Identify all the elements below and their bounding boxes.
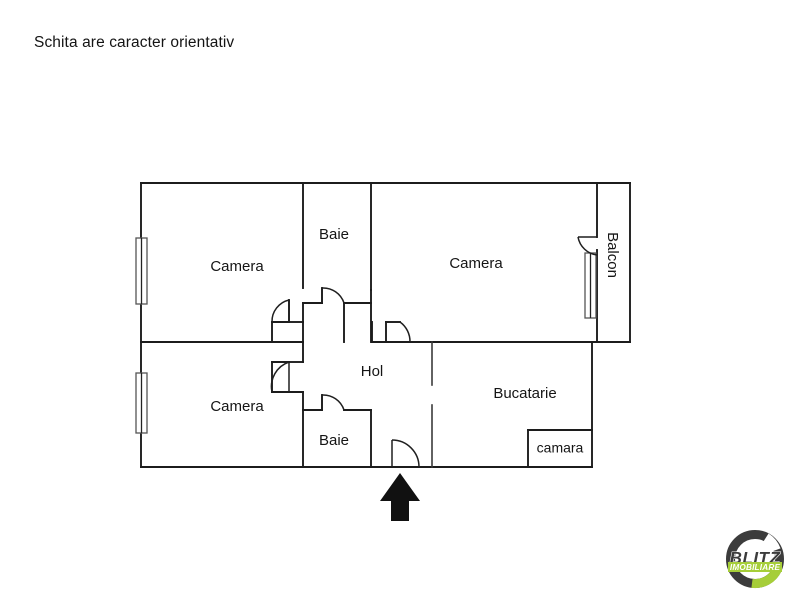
doors bbox=[270, 236, 598, 468]
room-label-baie-top: Baie bbox=[319, 226, 349, 243]
page-caption: Schita are caracter orientativ bbox=[34, 34, 235, 51]
door-entrance bbox=[391, 439, 420, 468]
logo-subtitle-text: IMOBILIARE bbox=[730, 563, 781, 572]
entrance-direction-arrow bbox=[380, 473, 420, 521]
room-label-hol: Hol bbox=[361, 363, 384, 380]
room-label-bucatarie: Bucatarie bbox=[493, 385, 556, 402]
window-balcon bbox=[584, 252, 597, 319]
window-camera-bottom-left bbox=[135, 372, 148, 434]
windows bbox=[135, 237, 597, 434]
room-label-camera-bottom-left: Camera bbox=[210, 398, 264, 415]
door-camera-top-right bbox=[386, 321, 411, 343]
upper-partitions bbox=[302, 182, 372, 343]
room-label-baie-bottom: Baie bbox=[319, 432, 349, 449]
brand-logo: BLITZ IMOBILIARE bbox=[719, 528, 791, 590]
outer-walls bbox=[140, 182, 631, 468]
door-balcon bbox=[577, 236, 598, 256]
room-label-camara: camara bbox=[537, 440, 584, 456]
room-label-camera-top-left: Camera bbox=[210, 258, 264, 275]
room-labels: Camera Baie Camera Balcon Camera Hol Bai… bbox=[210, 226, 621, 456]
lower-partitions bbox=[302, 341, 593, 468]
door-baie-bottom bbox=[321, 394, 345, 411]
logo-subtitle-band bbox=[728, 562, 782, 572]
door-camera-top-left bbox=[271, 299, 290, 323]
door-camera-bottom-left bbox=[270, 361, 290, 393]
blitz-imobiliare-logo: BLITZ IMOBILIARE bbox=[726, 530, 784, 589]
room-label-balcon: Balcon bbox=[604, 232, 621, 278]
window-camera-top-left bbox=[135, 237, 148, 305]
room-label-camera-top-right: Camera bbox=[449, 255, 503, 272]
logo-ring-gap bbox=[763, 533, 781, 552]
door-baie-top bbox=[321, 287, 345, 304]
